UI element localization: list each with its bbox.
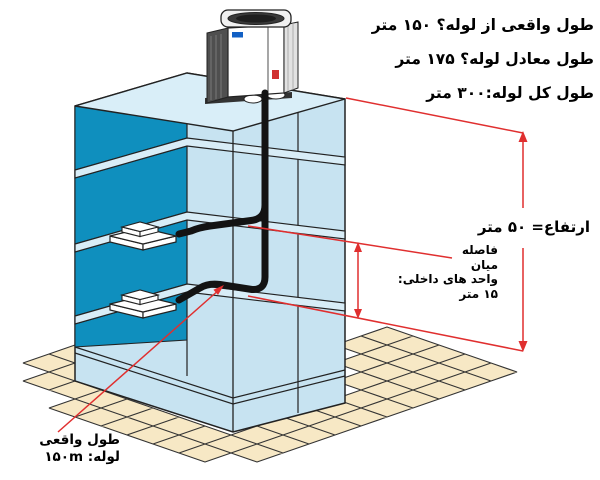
arrowheads	[213, 131, 528, 352]
actual-length-pointer-line	[57, 288, 221, 433]
actual-length-callout-line1: طول واقعی	[39, 432, 120, 448]
actual-length-callout: طول واقعی لوله: ۱۵۰m	[14, 432, 120, 466]
outdoor-unit	[205, 9, 299, 104]
roof-extension-line	[345, 97, 524, 134]
outdoor-unit-grille	[206, 27, 229, 104]
side-fins	[287, 23, 294, 91]
actual-length-callout-line2: لوله: ۱۵۰m	[44, 449, 120, 465]
pipe-upper-branch	[175, 201, 269, 238]
dimension-annotations	[57, 97, 528, 433]
indoor-distance-line4: ۱۵ متر	[459, 286, 498, 301]
fan-blade	[236, 14, 276, 23]
pipe-riser-and-lower-branch	[175, 89, 269, 304]
pipe-actual-length-label: طول واقعی از لوله؟ ۱۵۰ متر	[371, 16, 594, 34]
indoor-distance-line3: واحد های داخلی:	[397, 272, 498, 286]
pipe-equivalent-length-label: طول معادل لوله؟ ۱۷۵ متر	[395, 50, 594, 68]
brand-logo	[232, 32, 243, 38]
indoor-distance-label: فاصله میان واحد های داخلی: ۱۵ متر	[398, 243, 498, 301]
pipe-summary: طول واقعی از لوله؟ ۱۵۰ متر طول معادل لول…	[372, 8, 594, 110]
grille-fins	[210, 34, 222, 100]
base-extension-line	[247, 295, 524, 352]
outdoor-unit-side-panel	[283, 21, 299, 94]
spec-label	[272, 70, 279, 79]
indoor-distance-line1: فاصله	[461, 243, 498, 257]
indoor-distance-extension-line	[247, 225, 453, 259]
height-dimension-label: ارتفاع= ۵۰ متر	[477, 218, 590, 236]
refrigerant-pipe	[175, 89, 269, 304]
indoor-distance-line2: میان	[470, 257, 498, 272]
pipe-total-length-label: طول کل لوله:۳۰۰ متر	[426, 84, 594, 102]
